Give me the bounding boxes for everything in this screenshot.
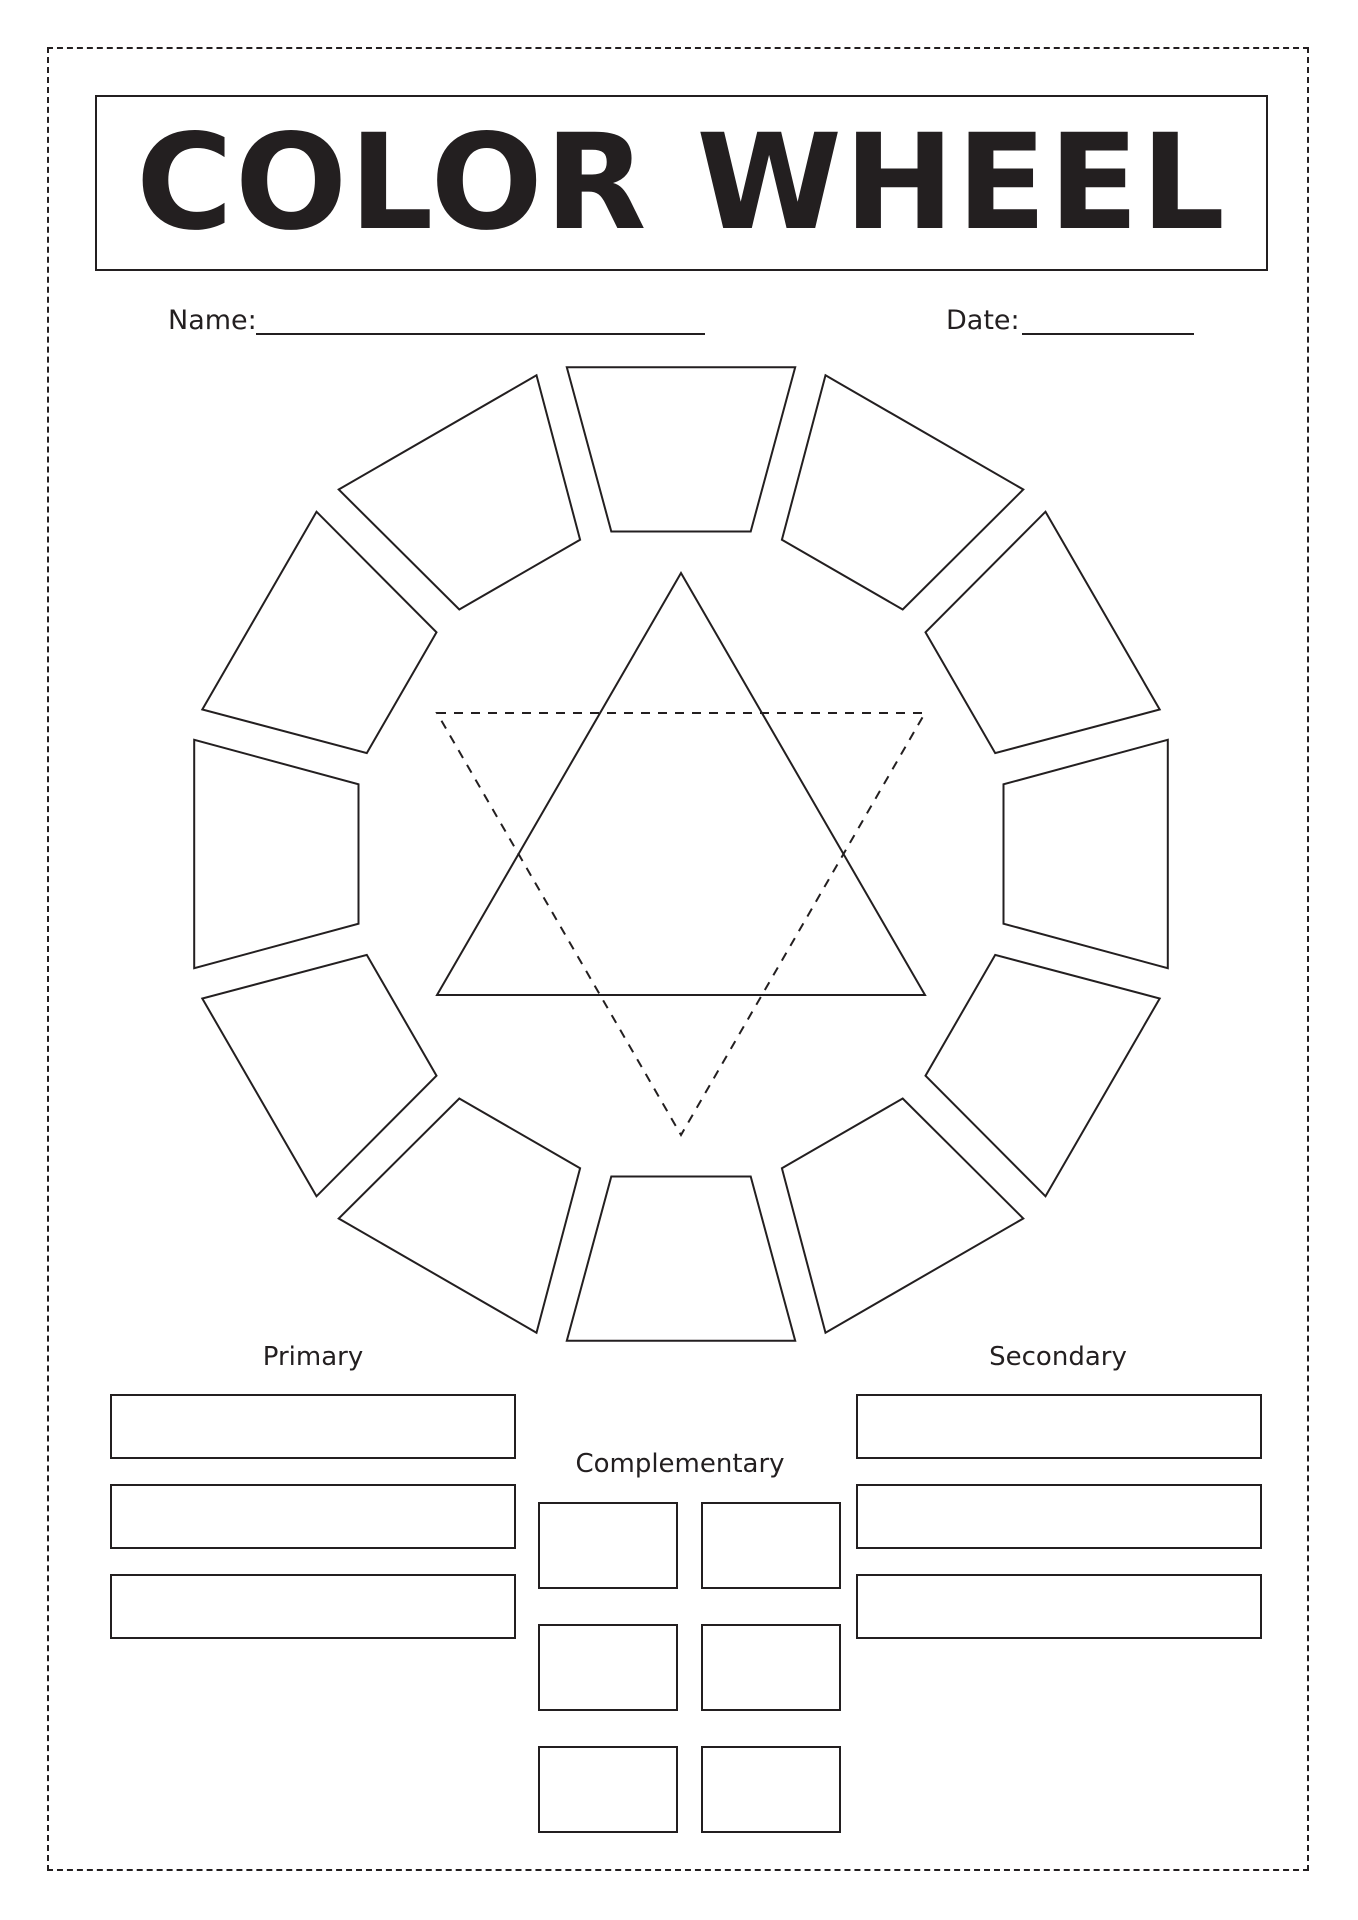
title-banner: COLOR WHEEL (95, 95, 1268, 271)
complementary-label: Complementary (575, 1449, 785, 1479)
primary-box-3[interactable] (110, 1574, 516, 1639)
wheel-segment-12[interactable] (337, 373, 582, 611)
primary-box-1[interactable] (110, 1394, 516, 1459)
secondary-box-3[interactable] (856, 1574, 1262, 1639)
wheel-segment-10[interactable] (193, 738, 360, 970)
complementary-box-3a[interactable] (538, 1746, 678, 1833)
wheel-segment-9[interactable] (200, 953, 438, 1198)
primary-box-2[interactable] (110, 1484, 516, 1549)
complementary-box-2a[interactable] (538, 1624, 678, 1711)
secondary-label: Secondary (989, 1342, 1127, 1372)
primary-label: Primary (262, 1342, 364, 1372)
complementary-box-3b[interactable] (701, 1746, 841, 1833)
date-input-line[interactable] (1022, 333, 1194, 335)
secondary-box-2[interactable] (856, 1484, 1262, 1549)
wheel-segment-1[interactable] (565, 366, 797, 533)
wheel-segment-11[interactable] (200, 510, 438, 755)
name-label: Name: (168, 305, 257, 336)
wheel-segment-5[interactable] (924, 953, 1162, 1198)
secondary-box-1[interactable] (856, 1394, 1262, 1459)
wheel-segment-2[interactable] (780, 373, 1025, 611)
secondary-triangle-dashed (435, 712, 927, 1137)
page-title: COLOR WHEEL (136, 106, 1227, 260)
date-label: Date: (946, 305, 1020, 336)
name-input-line[interactable] (256, 333, 705, 335)
wheel-segment-4[interactable] (1002, 738, 1169, 970)
worksheet-dashed-border (47, 47, 1309, 1871)
complementary-box-1a[interactable] (538, 1502, 678, 1589)
wheel-segment-8[interactable] (337, 1097, 582, 1335)
complementary-box-1b[interactable] (701, 1502, 841, 1589)
complementary-box-2b[interactable] (701, 1624, 841, 1711)
wheel-segment-6[interactable] (780, 1097, 1025, 1335)
primary-triangle (435, 571, 927, 996)
wheel-segment-3[interactable] (924, 510, 1162, 755)
wheel-segment-7[interactable] (565, 1175, 797, 1342)
